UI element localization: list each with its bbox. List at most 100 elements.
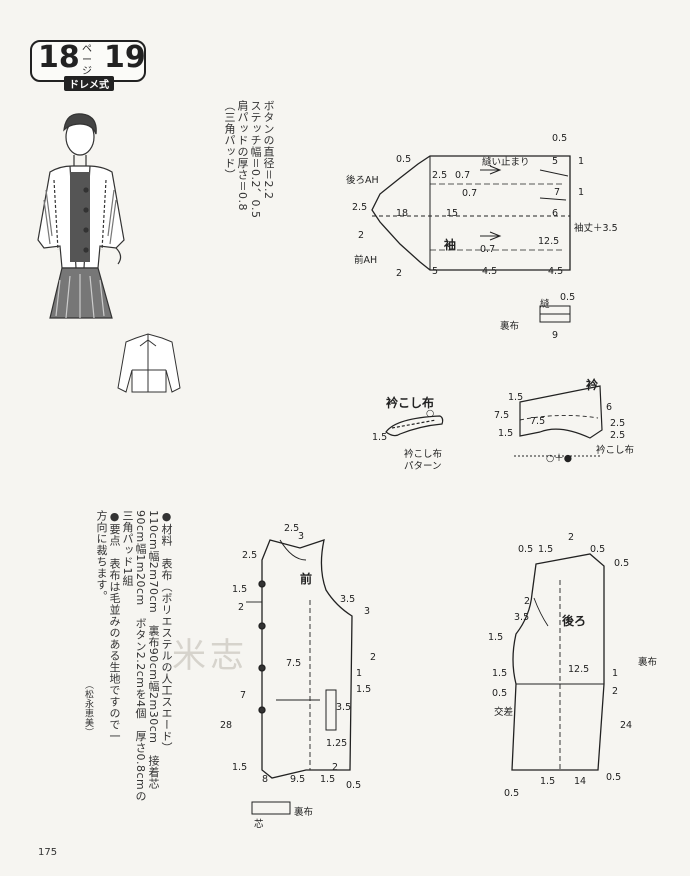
sleeve-length-label: 袖丈＋3.5 — [574, 223, 618, 234]
sleeve-dim: 6 — [552, 208, 559, 219]
materials-line5: ●要点 表布は毛並みのある生地ですので一 — [108, 510, 121, 742]
collar-title: 衿 — [586, 378, 599, 392]
sleeve-dim: 2 — [358, 230, 365, 241]
collar-dim: 7.5 — [530, 416, 546, 427]
collar-dim: 2.5 — [610, 418, 626, 429]
page-kana: ページ — [82, 44, 92, 77]
front-dim: 28 — [220, 720, 233, 731]
front-dim: 8 — [262, 774, 269, 785]
back-view-sketch — [117, 333, 181, 393]
page-reference-badge: 18 ページ 19 — [30, 40, 146, 82]
sleeve-dim: 1 — [578, 156, 585, 167]
back-cross-label: 交差 — [494, 707, 514, 718]
sleeve-label: 袖 — [444, 238, 457, 252]
front-dim: 3.5 — [340, 594, 356, 605]
sleeve-pattern — [371, 155, 571, 323]
front-dim: 0.5 — [346, 780, 362, 791]
collar-stand-title: 衿こし布 — [386, 396, 435, 410]
front-dim: 9.5 — [290, 774, 306, 785]
back-lining-label: 裏布 — [638, 657, 658, 668]
page-number-left: 18 — [38, 40, 80, 75]
page-number-right: 19 — [104, 40, 146, 75]
front-dim: 2 — [238, 602, 245, 613]
front-dim: 2 — [332, 762, 339, 773]
designer-credit: （松永恵美） — [83, 680, 93, 737]
back-dim: 0.5 — [518, 544, 534, 555]
back-dim: 1.5 — [538, 544, 554, 555]
sleeve-dim: 12.5 — [538, 236, 560, 247]
materials-line6: 方向に裁ちます。 — [95, 510, 108, 602]
front-dim: 7 — [240, 690, 247, 701]
front-interfacing-label: 芯 — [254, 819, 264, 830]
sleeve-dim: 2 — [396, 268, 403, 279]
materials-line4: 三角パッド1組 — [121, 510, 134, 587]
model-illustration — [37, 113, 125, 319]
sleeve-dim: 5 — [552, 156, 559, 167]
back-bodice-pattern — [511, 553, 605, 771]
collar-dim: 1.5 — [508, 392, 524, 403]
sleeve-stitch-stop-label: 縫い止まり — [482, 157, 530, 168]
back-dim: 24 — [620, 720, 633, 731]
front-bodice-pattern — [246, 539, 353, 815]
collar-stand-pattern — [385, 415, 444, 437]
back-dim: 0.5 — [590, 544, 606, 555]
sleeve-dim: 4.5 — [548, 266, 564, 277]
sleeve-dim: 7 — [554, 187, 561, 198]
sleeve-dim: 0.5 — [552, 133, 568, 144]
back-dim: 14 — [574, 776, 587, 787]
collar-pattern — [514, 385, 603, 457]
front-dim: 1 — [356, 668, 363, 679]
collar-stand-pattern-label: 衿こし布 — [404, 449, 443, 460]
front-dim: 2 — [370, 652, 377, 663]
front-dim: 1.25 — [326, 738, 348, 749]
back-dim: 3.5 — [514, 612, 530, 623]
back-dim: 12.5 — [568, 664, 590, 675]
sleeve-dim: 0.5 — [560, 292, 576, 303]
collar-formula: ○＋● — [546, 453, 573, 464]
materials-line3: 90cm幅1m20cm ボタン2.2cmを4個 厚さ0.8cmの — [134, 510, 147, 802]
sleeve-dim: 2.5 — [352, 202, 368, 213]
note-pad-thickness: 肩パッドの厚さ＝0.8 — [236, 100, 249, 211]
sleeve-dim: 18 — [396, 208, 409, 219]
back-dim: 1 — [612, 668, 619, 679]
sleeve-dim: 2.5 — [432, 170, 448, 181]
collar-stand-ref-label: 衿こし布 — [596, 445, 635, 456]
note-button-diameter: ボタンの直径＝2.2 — [262, 100, 275, 200]
collar-stand-mark: ○ — [426, 408, 435, 419]
back-dim: 1.5 — [540, 776, 556, 787]
collar-dim: 2.5 — [610, 430, 626, 441]
front-dim: 3 — [364, 606, 371, 617]
back-dim: 1.5 — [488, 632, 504, 643]
collar-stand-dim: 1.5 — [372, 432, 388, 443]
note-pad-type: （三角パッド） — [223, 100, 236, 181]
collar-dim: 1.5 — [498, 428, 514, 439]
sleeve-dim: 0.7 — [480, 244, 496, 255]
front-dim: 3 — [298, 531, 305, 542]
sleeve-dim: 4.5 — [482, 266, 498, 277]
back-dim: 2 — [524, 596, 531, 607]
sleeve-hem-label: 縫 — [540, 299, 550, 310]
sleeve-dim: 0.7 — [455, 170, 471, 181]
back-dim: 0.5 — [492, 688, 508, 699]
sleeve-dim: 15 — [446, 208, 459, 219]
front-dim: 1.5 — [356, 684, 372, 695]
front-dim: 1.5 — [232, 584, 248, 595]
collar-dim: 6 — [606, 402, 613, 413]
method-label: ドレメ式 — [64, 76, 114, 91]
sleeve-lining-label: 裏布 — [500, 321, 520, 332]
sleeve-dim: 1 — [578, 187, 585, 198]
sleeve-dim: 5 — [432, 266, 439, 277]
front-dim: 3.5 — [336, 702, 352, 713]
front-dim: 7.5 — [286, 658, 302, 669]
back-dim: 0.5 — [504, 788, 520, 799]
materials-line1: ●材料 表布（ポリエステルの人工スエード） — [160, 510, 173, 754]
sleeve-dim: 0.7 — [462, 188, 478, 199]
collar-stand-pattern-label: パターン — [404, 461, 442, 472]
back-label: 後ろ — [562, 614, 587, 628]
front-dim: 2.5 — [284, 523, 300, 534]
sleeve-front-ah-label: 前AH — [354, 255, 378, 266]
back-dim: 0.5 — [606, 772, 622, 783]
note-stitch-width: ステッチ幅＝0.2、0.5 — [249, 100, 262, 219]
